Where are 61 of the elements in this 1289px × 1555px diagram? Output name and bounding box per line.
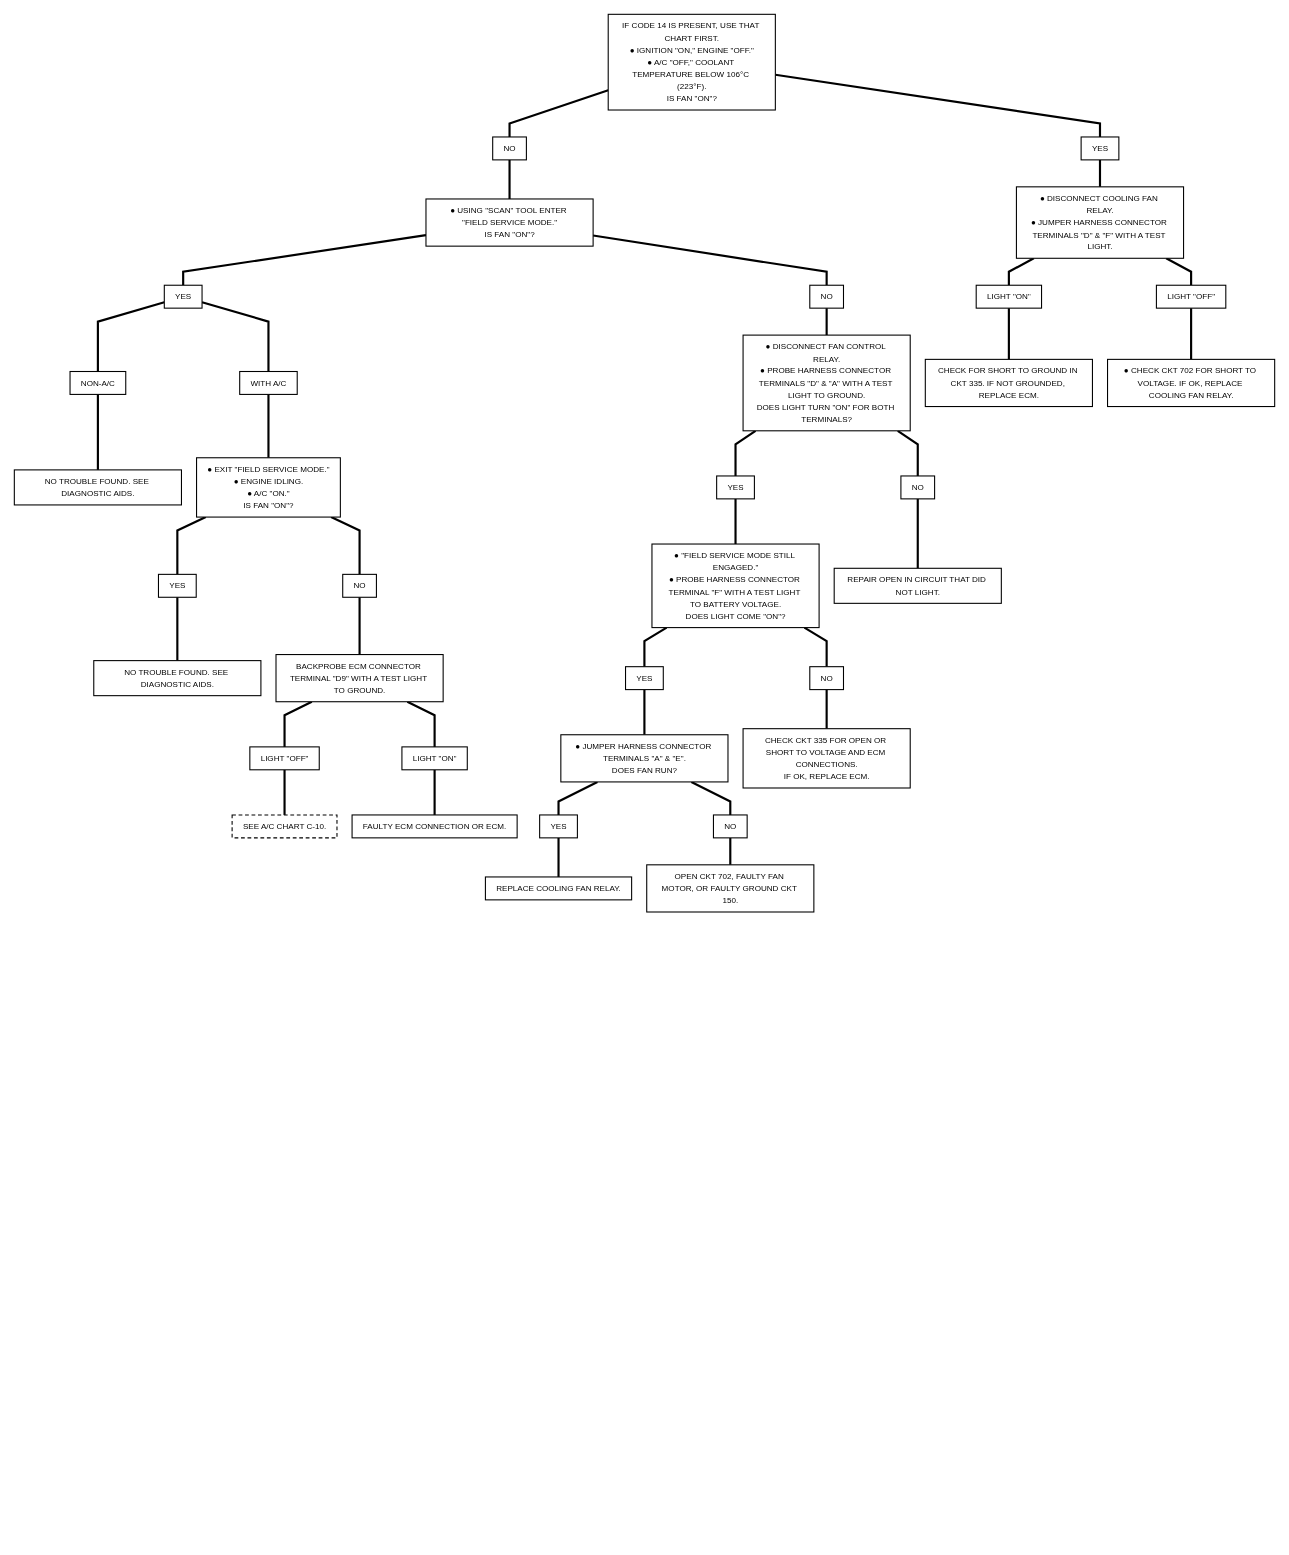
connector xyxy=(557,837,560,877)
connector xyxy=(433,769,436,815)
node-box: NO xyxy=(712,814,748,839)
connector xyxy=(508,89,609,137)
node-box: IF CODE 14 IS PRESENT, USE THAT CHART FIRST. ● IGNITION "ON," ENGINE "OFF." ● A/C "OFF," COOLANT TEMPERATURE BELOW 106°C (223°F). IS FAN "ON"? xyxy=(607,13,776,111)
node-box: NO xyxy=(809,284,845,309)
connector xyxy=(1165,257,1193,286)
node-box: ● USING "SCAN" TOOL ENTER "FIELD SERVICE MODE." IS FAN "ON"? xyxy=(425,198,594,247)
node-box: LIGHT "OFF" xyxy=(249,746,320,771)
connector xyxy=(1007,308,1010,360)
connector xyxy=(267,394,270,458)
node-box: NO TROUBLE FOUND. SEE DIAGNOSTIC AIDS. xyxy=(13,469,182,506)
connector xyxy=(775,73,1102,137)
connector xyxy=(283,769,286,815)
node-box: YES xyxy=(157,573,197,598)
connector xyxy=(358,597,361,655)
node-box: YES xyxy=(539,814,578,839)
connector xyxy=(643,689,646,735)
connector xyxy=(734,498,737,545)
connector xyxy=(825,689,828,729)
connector xyxy=(176,597,179,661)
connector xyxy=(916,498,919,569)
connector xyxy=(729,837,732,865)
node-box: WITH A/C xyxy=(239,370,298,395)
connector xyxy=(825,308,828,336)
node-box: ● "FIELD SERVICE MODE STILL ENGAGED." ● PROBE HARNESS CONNECTOR TERMINAL "F" WITH A TEST LIGHT TO BATTERY VOLTAGE. DOES LIGHT COME "ON"? xyxy=(651,543,820,629)
node-box: YES xyxy=(716,475,755,500)
connector xyxy=(508,159,511,199)
connector xyxy=(1190,308,1193,360)
node-box: LIGHT "ON" xyxy=(975,284,1043,309)
connector xyxy=(96,394,99,470)
node-box: CHECK CKT 335 FOR OPEN OR SHORT TO VOLTAGE AND ECM CONNECTIONS. IF OK, REPLACE ECM. xyxy=(742,728,911,789)
connector xyxy=(557,780,598,815)
node-box: NO xyxy=(900,475,936,500)
node-box: NO TROUBLE FOUND. SEE DIAGNOSTIC AIDS. xyxy=(93,660,262,697)
node-box: BACKPROBE ECM CONNECTOR TERMINAL "D9" WITH A TEST LIGHT TO GROUND. xyxy=(275,654,444,703)
node-box: ● JUMPER HARNESS CONNECTOR TERMINALS "A" & "E". DOES FAN RUN? xyxy=(560,734,729,783)
node-box: ● DISCONNECT FAN CONTROL RELAY. ● PROBE HARNESS CONNECTOR TERMINALS "D" & "A" WITH A TEST LIGHT TO GROUND. DOES LIGHT TURN "ON" FOR BOTH TERMINALS? xyxy=(742,334,911,432)
node-box: SEE A/C CHART C-10. xyxy=(231,814,338,839)
node-box: YES xyxy=(1080,136,1120,161)
node-box: CHECK FOR SHORT TO GROUND IN CKT 335. IF NOT GROUNDED, REPLACE ECM. xyxy=(924,358,1093,408)
node-box: NO xyxy=(492,136,527,161)
connector xyxy=(690,780,732,815)
node-box: LIGHT "OFF" xyxy=(1155,284,1227,309)
node-box: ● EXIT "FIELD SERVICE MODE." ● ENGINE IDLING. ● A/C "ON." IS FAN "ON"? xyxy=(196,457,341,518)
node-box: ● CHECK CKT 702 FOR SHORT TO VOLTAGE. IF OK, REPLACE COOLING FAN RELAY. xyxy=(1107,358,1276,408)
connector xyxy=(734,429,757,476)
node-box: YES xyxy=(163,284,203,309)
node-box: LIGHT "ON" xyxy=(401,746,468,771)
connector xyxy=(1098,159,1102,187)
node-box: OPEN CKT 702, FAULTY FAN MOTOR, OR FAULTY GROUND CKT 150. xyxy=(646,864,815,913)
node-box: YES xyxy=(625,666,664,691)
connector xyxy=(897,429,919,476)
node-box: NON-A/C xyxy=(69,370,127,395)
node-box: NO xyxy=(342,573,377,598)
node-box: FAULTY ECM CONNECTION OR ECM. xyxy=(351,814,518,839)
node-box: REPAIR OPEN IN CIRCUIT THAT DID NOT LIGHT. xyxy=(833,567,1002,604)
node-box: REPLACE COOLING FAN RELAY. xyxy=(484,876,633,901)
connector xyxy=(1007,257,1035,286)
node-box: NO xyxy=(809,666,845,691)
node-box: ● DISCONNECT COOLING FAN RELAY. ● JUMPER HARNESS CONNECTOR TERMINALS "D" & "F" WITH A TEST LIGHT. xyxy=(1015,186,1185,259)
